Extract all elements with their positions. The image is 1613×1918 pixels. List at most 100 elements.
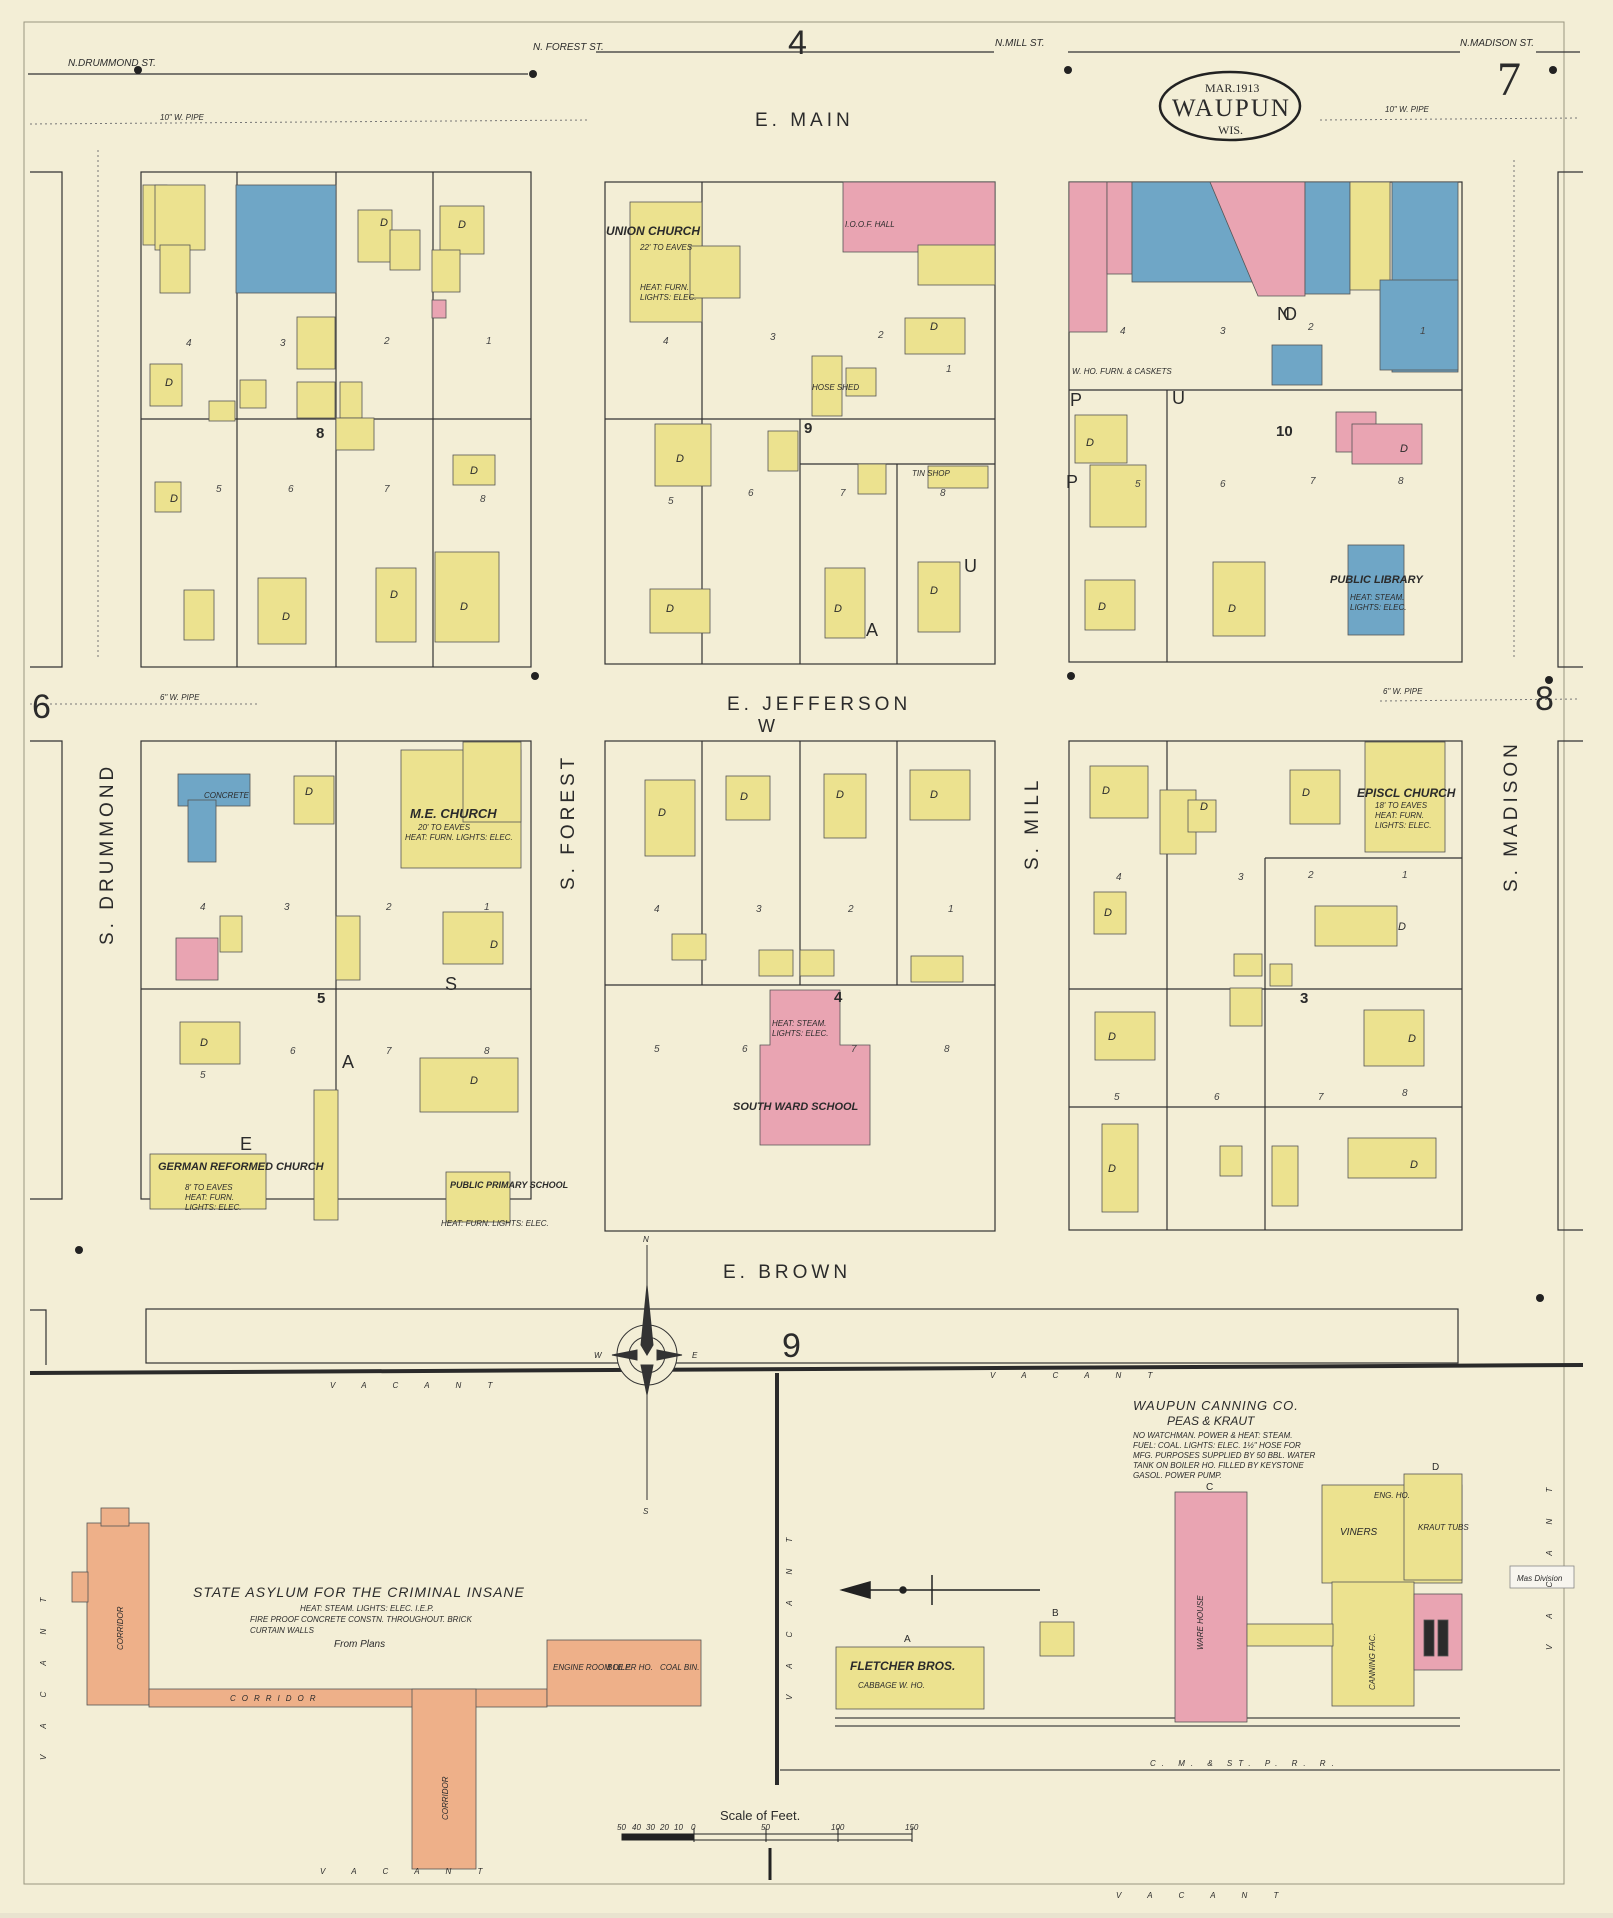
lot-number: 6 — [748, 488, 754, 499]
letter-east-e: E — [240, 1134, 252, 1154]
lot-number: 4 — [654, 904, 660, 915]
asylum-note: HEAT: STEAM. LIGHTS: ELEC. I.E.P. — [300, 1604, 434, 1613]
lot-number: 2 — [1307, 870, 1314, 881]
block-number: 10 — [1276, 423, 1293, 440]
street-n-forest: N. FOREST ST. — [533, 42, 604, 53]
adjacent-sheet-right: 8 — [1535, 680, 1554, 718]
asylum-note: FIRE PROOF CONCRETE CONSTN. THROUGHOUT. … — [250, 1615, 472, 1624]
lot-number: 3 — [770, 332, 776, 343]
lot-number: 6 — [290, 1046, 296, 1057]
edge-blocks — [30, 171, 1583, 1365]
letter-east-t: P — [1070, 390, 1082, 410]
compass-rose-icon — [611, 1245, 683, 1500]
lot-number: 7 — [840, 488, 846, 499]
compass-n: N — [643, 1235, 649, 1244]
block-number: 9 — [804, 420, 812, 437]
scale-tick: 40 — [632, 1823, 641, 1832]
asylum-building — [71, 1507, 702, 1870]
dwelling-d: D — [666, 603, 674, 615]
canning-building: ENG. HO. — [1374, 1491, 1410, 1500]
lot-number: 4 — [663, 336, 669, 347]
dwelling-d: D — [1108, 1031, 1116, 1043]
map-border — [23, 21, 1565, 1885]
dwelling-d: D — [200, 1037, 208, 1049]
street-n-madison: N.MADISON ST. — [1460, 38, 1534, 49]
dwelling-d: D — [1228, 603, 1236, 615]
scale-tick: 50 — [617, 1823, 626, 1832]
me-church-label: M.E. CHURCH — [410, 806, 497, 821]
canning-building: WARE HOUSE — [1196, 1595, 1205, 1650]
water-pipe-label: 6" W. PIPE — [160, 693, 200, 702]
letter-d: D — [1432, 1462, 1439, 1473]
lot-number: 7 — [384, 484, 390, 495]
letter-waupun-u: U — [964, 556, 977, 576]
direction-arrow-icon — [839, 1575, 1040, 1605]
map-lettering: U P O N W A U E A S P — [240, 304, 1297, 1154]
water-pipe-label: 6" W. PIPE — [1383, 687, 1423, 696]
lot-number: 5 — [654, 1044, 660, 1055]
asylum-corridor: CORRIDOR — [116, 1606, 125, 1650]
public-primary-label: PUBLIC PRIMARY SCHOOL — [450, 1180, 568, 1190]
lot-number: 5 — [1135, 479, 1141, 490]
street-e-jefferson: E. JEFFERSON — [727, 694, 911, 715]
lot-number: 5 — [668, 496, 674, 507]
concrete-label: CONCRETE — [204, 791, 250, 800]
asylum-room: ENGINE ROOM I.E.P. — [553, 1663, 632, 1672]
dwelling-d: D — [460, 601, 468, 613]
dwelling-d: D — [470, 465, 478, 477]
block-number: 4 — [834, 989, 843, 1006]
canning-note: NO WATCHMAN. POWER & HEAT: STEAM. — [1133, 1431, 1292, 1440]
dwelling-d: D — [305, 786, 313, 798]
street-s-madison: S. MADISON — [1501, 740, 1522, 892]
dwelling-d: D — [676, 453, 684, 465]
hydrants — [75, 66, 1557, 1302]
vacant-label: V A C A N T — [320, 1867, 494, 1876]
street-e-main: E. MAIN — [755, 110, 854, 131]
lot-number: 2 — [385, 902, 392, 913]
public-primary-note: HEAT: FURN. LIGHTS: ELEC. — [441, 1219, 549, 1228]
dwelling-d: D — [1102, 785, 1110, 797]
asylum-room: COAL BIN. — [660, 1663, 699, 1672]
dwelling-d: D — [740, 791, 748, 803]
union-church-note: LIGHTS: ELEC. — [640, 293, 696, 302]
lot-number: 2 — [877, 330, 884, 341]
lot-number: 1 — [1420, 326, 1426, 337]
block-10-buildings — [1068, 181, 1459, 637]
block-3-buildings — [1089, 741, 1446, 1213]
asylum-corridor: CORRIDOR — [441, 1776, 450, 1820]
dwelling-d: D — [1400, 443, 1408, 455]
lot-number: 7 — [851, 1044, 857, 1055]
union-church-note: 22' TO EAVES — [639, 243, 693, 252]
canning-note: MFG. PURPOSES SUPPLIED BY 50 BBL. WATER — [1133, 1451, 1316, 1460]
me-church-note: HEAT: FURN. LIGHTS: ELEC. — [405, 833, 513, 842]
south-ward-label: SOUTH WARD SCHOOL — [733, 1101, 859, 1113]
hose-shed-label: HOSE SHED — [812, 383, 859, 392]
canning-note: TANK ON BOILER HO. FILLED BY KEYSTONE — [1133, 1461, 1304, 1470]
block-5-buildings — [149, 741, 522, 1223]
lot-number: 3 — [1220, 326, 1226, 337]
top-edge-lines — [28, 51, 1580, 75]
canning-building: KRAUT TUBS — [1418, 1523, 1469, 1532]
dwelling-d: D — [490, 939, 498, 951]
heavy-lines — [29, 1363, 1584, 1785]
dwelling-d: D — [836, 789, 844, 801]
scale-tick: 100 — [831, 1823, 845, 1832]
lot-number: 4 — [1116, 872, 1122, 883]
lot-number: 1 — [484, 902, 490, 913]
scale-tick: 10 — [674, 1823, 683, 1832]
lot-number: 7 — [1318, 1092, 1324, 1103]
lot-number: 5 — [1114, 1092, 1120, 1103]
asylum-room: BOILER HO. — [607, 1663, 653, 1672]
compass-s: S — [643, 1507, 649, 1516]
letter-waupun-a: A — [866, 620, 878, 640]
lot-number: 8 — [1398, 476, 1404, 487]
lot-number: 3 — [284, 902, 290, 913]
dwelling-d: D — [1104, 907, 1112, 919]
dwelling-d: D — [380, 217, 388, 229]
lot-number: 4 — [186, 338, 192, 349]
adjacent-sheet-bottom: 9 — [782, 1327, 801, 1365]
lot-number: 3 — [1238, 872, 1244, 883]
water-pipes — [29, 117, 1581, 705]
